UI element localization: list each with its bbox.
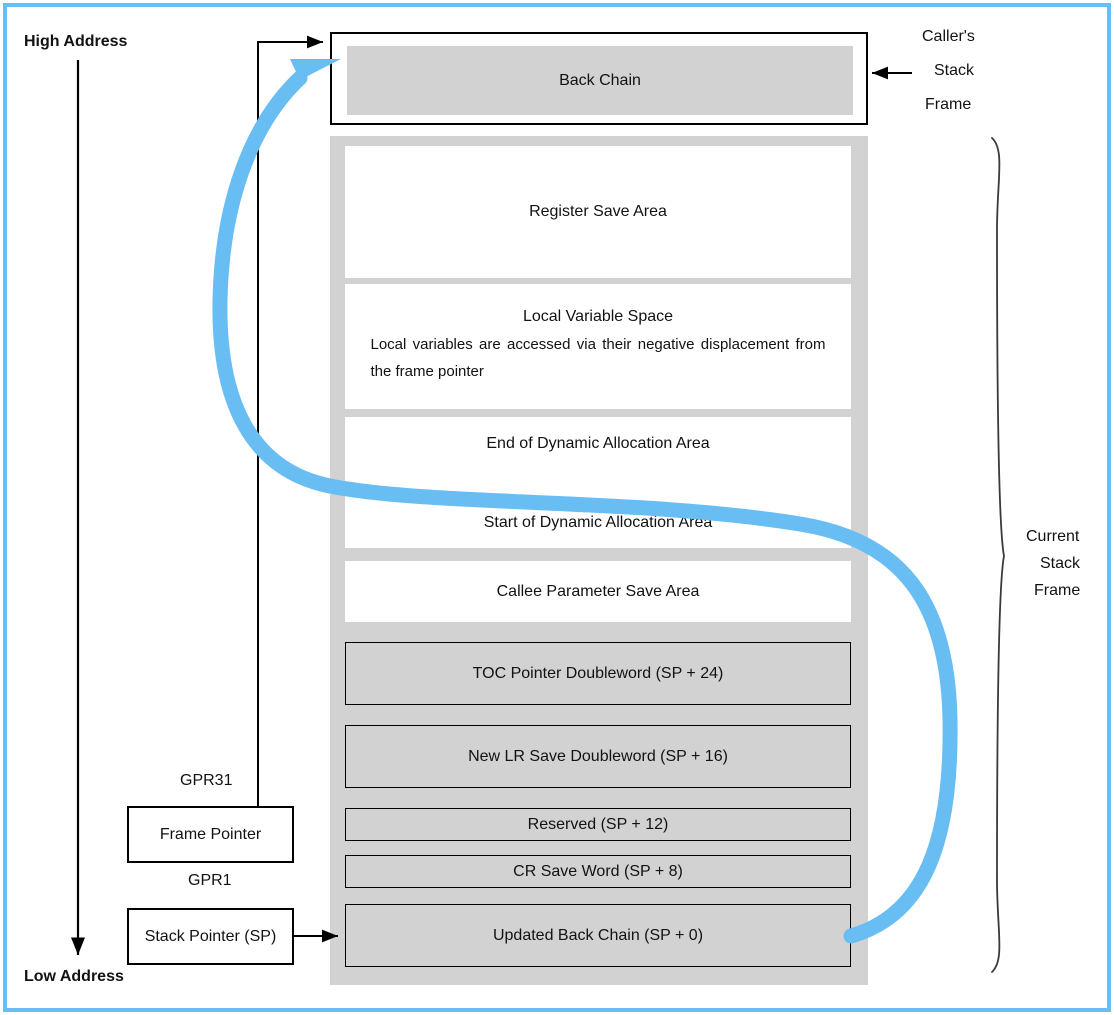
slot-dynamic-allocation-area: End of Dynamic Allocation Area Start of … (345, 417, 851, 548)
slot-local-variable-space: Local Variable Space Local variables are… (345, 284, 851, 409)
slot-cr-save-word-label: CR Save Word (SP + 8) (513, 862, 683, 880)
current-stack-frame-container: Register Save Area Local Variable Space … (330, 136, 868, 985)
slot-local-variable-space-body: Local variables are accessed via their n… (370, 336, 826, 380)
slot-reserved-label: Reserved (SP + 12) (527, 815, 669, 833)
frame-pointer-connector (257, 35, 323, 806)
callers-frame-label-line3: Frame (925, 96, 972, 113)
slot-new-lr-save-doubleword-label: New LR Save Doubleword (SP + 16) (468, 747, 728, 765)
slot-new-lr-save-doubleword: New LR Save Doubleword (SP + 16) (345, 725, 851, 788)
slot-toc-pointer-doubleword-label: TOC Pointer Doubleword (SP + 24) (472, 664, 724, 682)
slot-local-variable-space-label: Local Variable Space (522, 308, 674, 326)
slot-callee-parameter-save-area: Callee Parameter Save Area (345, 561, 851, 622)
stack-pointer-box-label: Stack Pointer (SP) (144, 927, 277, 945)
slot-updated-back-chain-label: Updated Back Chain (SP + 0) (492, 926, 704, 944)
current-frame-label-line1: Current (1026, 528, 1080, 545)
current-frame-label-line3: Frame (1034, 582, 1081, 599)
slot-cr-save-word: CR Save Word (SP + 8) (345, 855, 851, 888)
current-frame-brace (991, 137, 1005, 973)
slot-register-save-area: Register Save Area (345, 146, 851, 278)
slot-dynamic-allocation-area-top-label: End of Dynamic Allocation Area (486, 435, 710, 452)
low-address-label: Low Address (24, 968, 124, 985)
callers-frame-label-line1: Caller's (922, 28, 975, 45)
slot-updated-back-chain: Updated Back Chain (SP + 0) (345, 904, 851, 967)
frame-pointer-box: Frame Pointer (127, 806, 294, 863)
current-frame-label-line2: Stack (1040, 555, 1081, 572)
stack-pointer-box: Stack Pointer (SP) (127, 908, 294, 965)
slot-register-save-area-label: Register Save Area (529, 203, 667, 220)
frame-pointer-box-label: Frame Pointer (159, 825, 262, 843)
high-address-label: High Address (24, 33, 128, 50)
slot-toc-pointer-doubleword: TOC Pointer Doubleword (SP + 24) (345, 642, 851, 705)
slot-reserved: Reserved (SP + 12) (345, 808, 851, 841)
gpr1-label: GPR1 (188, 872, 232, 889)
callers-stack-frame-box: Back Chain (330, 32, 868, 125)
slot-dynamic-allocation-area-bottom-label: Start of Dynamic Allocation Area (483, 514, 713, 531)
callers-frame-label-line2: Stack (934, 62, 975, 79)
slot-callee-parameter-save-area-label: Callee Parameter Save Area (496, 582, 700, 600)
slot-back-chain: Back Chain (347, 46, 853, 115)
gpr31-label: GPR31 (180, 772, 233, 789)
